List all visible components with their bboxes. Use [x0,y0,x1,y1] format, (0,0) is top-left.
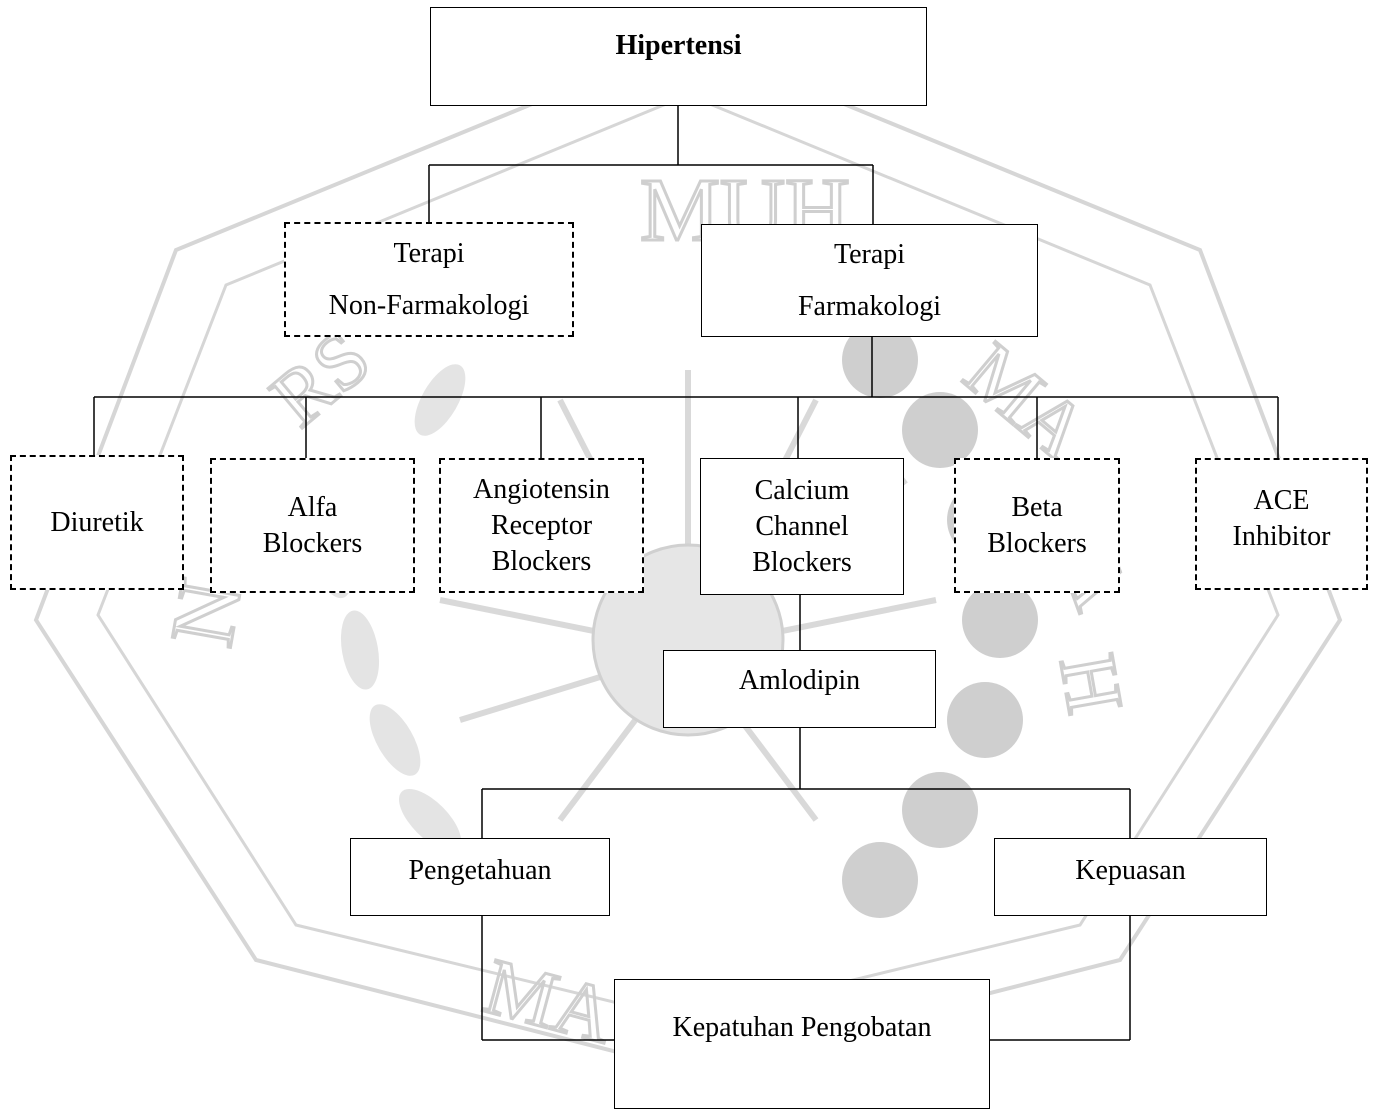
node-diuretik-label: Diuretik [50,506,144,538]
node-angiotensin-receptor-blockers: Angiotensin Receptor Blockers [439,458,644,593]
node-kepuasan: Kepuasan [994,838,1267,916]
node-alfa-blockers-label: Alfa Blockers [262,491,363,559]
node-amlodipin-label: Amlodipin [738,665,861,696]
node-kepatuhan-label: Kepatuhan Pengobatan [672,1012,932,1043]
node-kepuasan-label: Kepuasan [1075,855,1186,886]
node-amlodipin: Amlodipin [663,650,936,728]
node-alfa-blockers: Alfa Blockers [210,458,415,593]
node-kepatuhan-pengobatan: Kepatuhan Pengobatan [614,979,990,1109]
node-hipertensi-label: Hipertensi [615,30,742,61]
node-terapi-farmakologi-label: Terapi Farmakologi [797,238,942,322]
node-terapi-farmakologi: Terapi Farmakologi [701,224,1038,337]
node-beta-blockers-label: Beta Blockers [987,491,1087,559]
node-beta-blockers: Beta Blockers [954,458,1120,593]
node-calcium-channel-blockers: Calcium Channel Blockers [700,458,904,595]
node-terapi-non-farmakologi: Terapi Non-Farmakologi [284,222,574,337]
node-ace-inhibitor-label: ACE Inhibitor [1232,485,1331,552]
node-terapi-non-farmakologi-label: Terapi Non-Farmakologi [328,237,530,321]
node-angiotensin-label: Angiotensin Receptor Blockers [473,473,610,577]
node-pengetahuan-label: Pengetahuan [408,855,552,886]
node-calcium-label: Calcium Channel Blockers [752,474,852,578]
node-ace-inhibitor: ACE Inhibitor [1195,458,1368,590]
node-diuretik: Diuretik [10,455,184,590]
node-hipertensi: Hipertensi [430,7,927,106]
node-pengetahuan: Pengetahuan [350,838,610,916]
